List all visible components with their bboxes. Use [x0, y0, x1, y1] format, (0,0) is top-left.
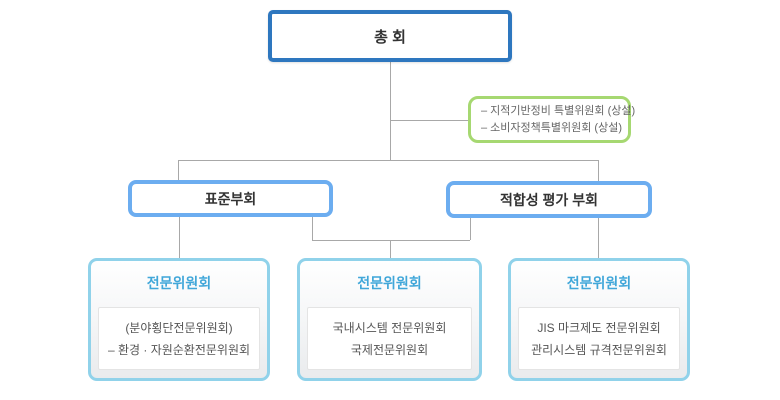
connector-conformity-left-drop	[470, 218, 471, 240]
branch-box-conformity-assessment: 적합성 평가 부회	[446, 181, 652, 218]
committee-line: (분야횡단전문위원회)	[125, 320, 233, 335]
connector-drop-conformity	[598, 160, 599, 181]
connector-drop-standards	[178, 160, 179, 180]
committee-line: 관리시스템 규격전문위원회	[531, 342, 667, 357]
branch-standards-label: 표준부회	[204, 190, 257, 207]
special-committee-line-2: – 소비자정책특별위원회 (상설)	[481, 121, 622, 134]
committee-line: 국내시스템 전문위원회	[332, 320, 447, 335]
special-committees-note: – 지적기반정비 특별위원회 (상설) – 소비자정책특별위원회 (상설)	[468, 96, 636, 143]
connector-standards-committee1	[179, 217, 180, 258]
committee-panel: JIS 마크제도 전문위원회 관리시스템 규격전문위원회	[518, 307, 680, 370]
connector-shared-horizontal	[312, 240, 470, 241]
committee-box-jis-mark: 전문위원회 JIS 마크제도 전문위원회 관리시스템 규격전문위원회	[508, 258, 690, 381]
connector-note-branch	[390, 120, 468, 121]
committee-box-cross-sector: 전문위원회 (분야횡단전문위원회) – 환경 · 자원순환전문위원회	[88, 258, 270, 381]
root-box-label: 총 회	[374, 28, 406, 46]
root-box-general-assembly: 총 회	[268, 10, 512, 62]
committee-line: JIS 마크제도 전문위원회	[537, 320, 661, 335]
committee-title: 전문위원회	[566, 275, 632, 291]
committee-panel: 국내시스템 전문위원회 국제전문위원회	[307, 307, 472, 370]
connector-standards-right-drop	[312, 217, 313, 240]
connector-root-vertical	[390, 62, 391, 160]
connector-committee2-drop	[390, 240, 391, 258]
committee-box-domestic-international: 전문위원회 국내시스템 전문위원회 국제전문위원회	[297, 258, 482, 381]
committee-line: – 환경 · 자원순환전문위원회	[107, 342, 251, 357]
committee-title: 전문위원회	[357, 275, 422, 291]
special-committee-line-1: – 지적기반정비 특별위원회 (상설)	[481, 104, 636, 117]
branch-box-standards: 표준부회	[128, 180, 333, 217]
committee-title: 전문위원회	[146, 275, 212, 291]
connector-splitter-horizontal	[178, 160, 598, 161]
committee-panel: (분야횡단전문위원회) – 환경 · 자원순환전문위원회	[98, 307, 260, 370]
branch-conformity-label: 적합성 평가 부회	[500, 191, 598, 208]
committee-line: 국제전문위원회	[350, 342, 429, 357]
connector-conformity-committee3	[598, 218, 599, 258]
